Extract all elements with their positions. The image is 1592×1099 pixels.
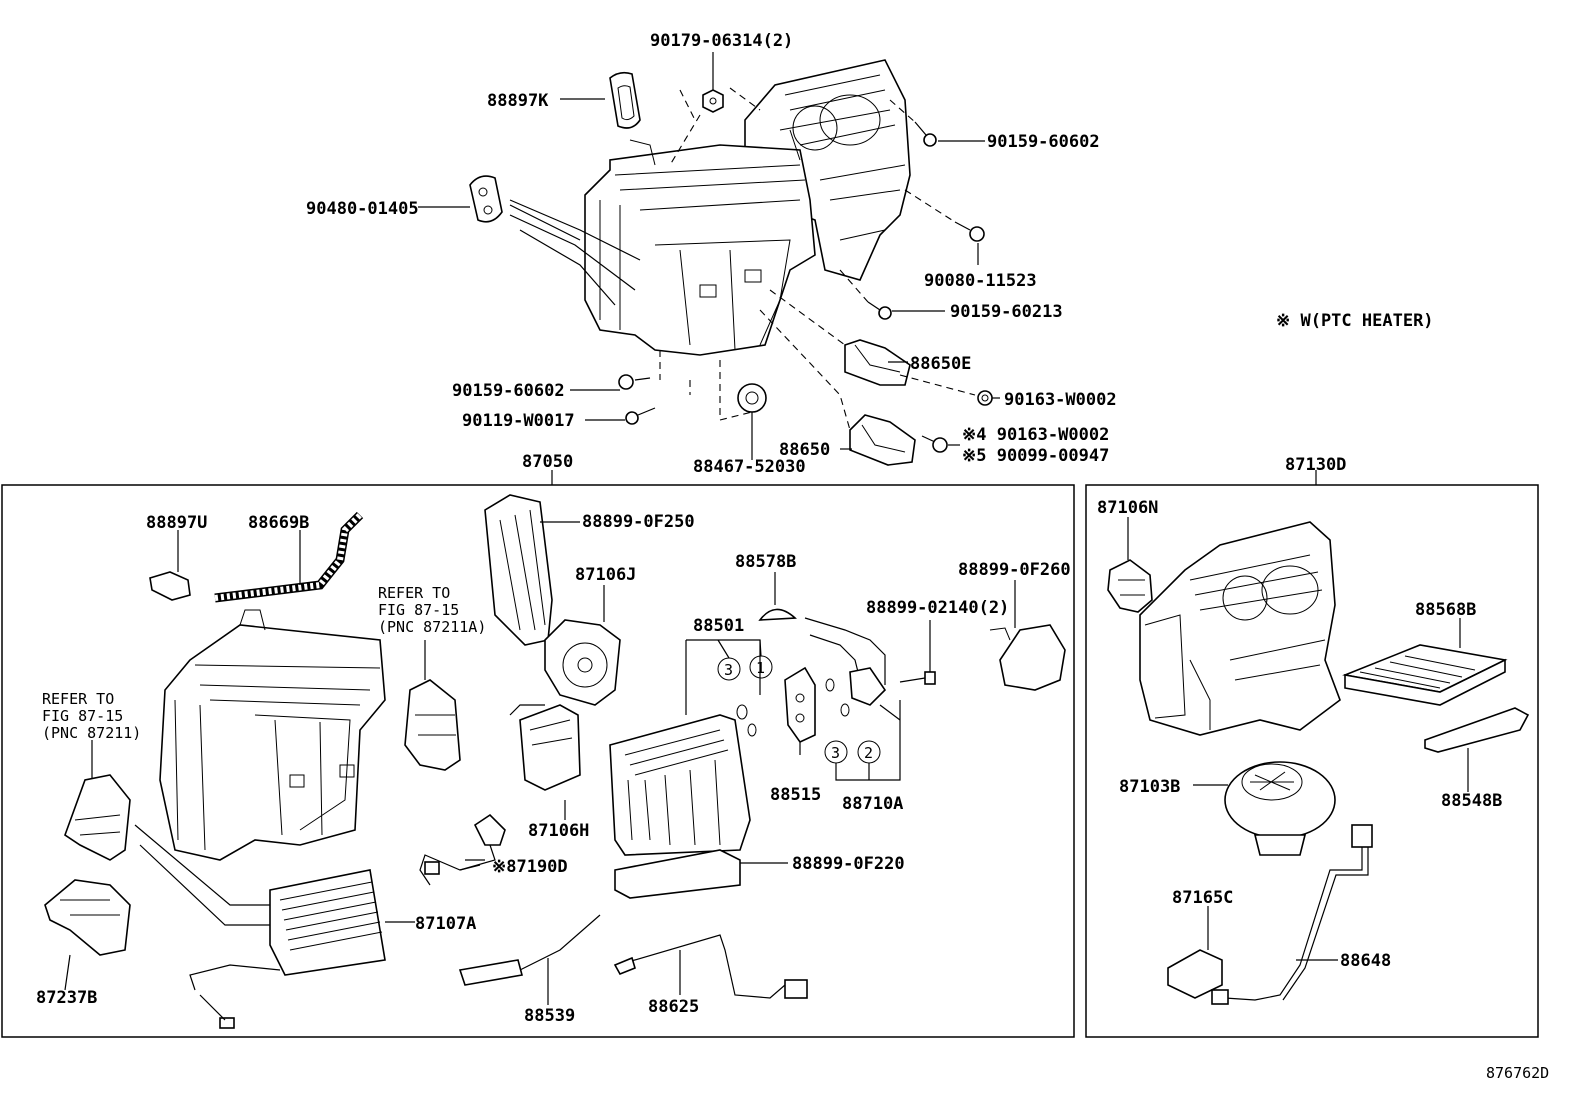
part-88899-0f220 [614, 849, 788, 899]
part-88899-0f260 [989, 580, 1066, 691]
top-hvac-assembly [469, 59, 993, 466]
screw-90159-60602-top [914, 121, 937, 147]
part-blower-case [1139, 521, 1341, 736]
circle-label-1: 1 [756, 659, 765, 677]
label-group-87050: 87050 [522, 452, 573, 472]
part-88650 [849, 414, 916, 466]
part-87106h [509, 704, 581, 820]
label-87106j: 87106J [575, 565, 636, 585]
grommet-90480 [469, 175, 503, 223]
label-88650: 88650 [779, 440, 830, 460]
group-box-87130d [1085, 484, 1539, 1038]
part-88899-02140 [899, 620, 936, 685]
label-88625: 88625 [648, 997, 699, 1017]
label-90163-w0002-a: 90163-W0002 [1004, 390, 1117, 410]
label-87107a: 87107A [415, 914, 476, 934]
label-88899-0f260: 88899-0F260 [958, 560, 1071, 580]
grommet-88467 [737, 383, 767, 413]
label-90163-w0002-b: ※4 90163-W0002 [962, 425, 1109, 445]
part-87190d [419, 813, 506, 886]
label-87106n: 87106N [1097, 498, 1158, 518]
label-88897k: 88897K [487, 91, 549, 111]
label-87106h: 87106H [528, 821, 589, 841]
refer-note-87211-line3: (PNC 87211) [42, 724, 141, 742]
part-88515 [784, 666, 816, 755]
label-88515: 88515 [770, 785, 821, 805]
diagram-id: 876762D [1486, 1064, 1549, 1082]
label-88899-0f250: 88899-0F250 [582, 512, 695, 532]
label-88648: 88648 [1340, 951, 1391, 971]
label-88568b: 88568B [1415, 600, 1476, 620]
label-group-87130d: 87130D [1285, 455, 1346, 475]
refer-note-87211a-line1: REFER TO [378, 584, 450, 602]
refer-note-87211-line1: REFER TO [42, 690, 114, 708]
right-box-parts [1107, 517, 1530, 1005]
screw-90159-60213 [867, 301, 892, 320]
label-88548b: 88548B [1441, 791, 1502, 811]
label-90179-06314: 90179-06314(2) [650, 31, 793, 51]
label-note-ptc-heater: ※ W(PTC HEATER) [1276, 311, 1434, 331]
label-90480-01405: 90480-01405 [306, 199, 419, 219]
label-88899-0f220: 88899-0F220 [792, 854, 905, 874]
part-88539 [458, 914, 601, 1005]
part-87106n [1107, 517, 1153, 613]
part-88710a [804, 617, 901, 721]
part-88897u [149, 530, 191, 601]
part-88669b [214, 511, 364, 603]
part-88650e [844, 339, 911, 386]
part-88625 [613, 934, 808, 999]
refer-note-87211a-line2: FIG 87-15 [378, 601, 459, 619]
grommet-88897k [609, 71, 641, 129]
group-box-87050 [1, 484, 1075, 1038]
circle-label-3a: 3 [724, 661, 733, 679]
refer-note-87211-line2: FIG 87-15 [42, 707, 123, 725]
label-90080-11523: 90080-11523 [924, 271, 1037, 291]
refer-note-87211a-line3: (PNC 87211A) [378, 618, 486, 636]
label-88897u: 88897U [146, 513, 207, 533]
part-88899-0f250 [484, 494, 580, 646]
label-87190d: ※87190D [492, 857, 568, 877]
part-87106j [544, 585, 621, 706]
screw-90119 [625, 407, 656, 425]
part-evaporator [609, 639, 761, 856]
part-88578b [758, 572, 797, 621]
label-88467-52030: 88467-52030 [693, 457, 806, 477]
part-87050-unit [159, 609, 386, 861]
part-88648 [1211, 824, 1373, 1005]
o-rings [736, 678, 850, 737]
label-90099-00947: ※5 90099-00947 [962, 446, 1109, 466]
label-87165c: 87165C [1172, 888, 1233, 908]
part-87107a [134, 824, 415, 1029]
label-88578b: 88578B [735, 552, 796, 572]
left-box-parts: 3 1 3 2 [44, 494, 1066, 1029]
nut-90163-b [921, 435, 948, 453]
circle-label-2: 2 [864, 744, 873, 762]
label-90159-60602-bottom: 90159-60602 [452, 381, 565, 401]
part-refer-87211 [64, 740, 131, 861]
part-87165c [1167, 906, 1223, 999]
part-88568b [1342, 618, 1508, 706]
part-87237b [44, 879, 131, 991]
label-90159-60602-top: 90159-60602 [987, 132, 1100, 152]
part-87103b [1193, 761, 1336, 856]
part-88548b [1424, 707, 1530, 792]
label-87237b: 87237B [36, 988, 97, 1008]
label-88669b: 88669B [248, 513, 309, 533]
part-refer-87211a [404, 640, 461, 771]
label-88710a: 88710A [842, 794, 903, 814]
top-leader-lines [418, 52, 1000, 460]
bolt-90080 [954, 221, 985, 242]
label-90159-60213: 90159-60213 [950, 302, 1063, 322]
label-87103b: 87103B [1119, 777, 1180, 797]
label-90119-w0017: 90119-W0017 [462, 411, 575, 431]
screw-90159-60602-bottom [618, 374, 651, 390]
label-88539: 88539 [524, 1006, 575, 1026]
nut-90179 [702, 89, 724, 113]
circle-label-3b: 3 [831, 744, 840, 762]
nut-90163-a [977, 390, 993, 406]
label-88650e: 88650E [910, 354, 971, 374]
label-88501: 88501 [693, 616, 744, 636]
label-88899-02140: 88899-02140(2) [866, 598, 1009, 618]
